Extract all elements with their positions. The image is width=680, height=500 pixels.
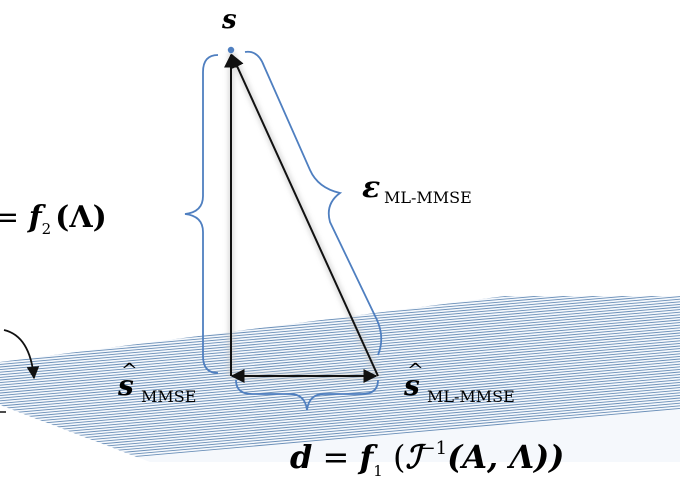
plane-hatch-line <box>0 361 680 423</box>
svg-text:ML-MMSE: ML-MMSE <box>384 188 472 207</box>
plane-hatch-line <box>0 384 680 446</box>
plane-hatch-line <box>0 376 680 438</box>
plane-hatch-line <box>0 389 680 451</box>
plane-hatch-line <box>0 337 680 399</box>
plane-hatch-line <box>0 358 680 420</box>
plane-hatch-line <box>0 366 680 428</box>
braces <box>184 50 383 411</box>
plane-hatch-line <box>0 387 680 449</box>
svg-text:ε: ε <box>362 170 380 205</box>
plane-hatch-line <box>0 397 680 459</box>
plane-hatch-line <box>0 319 680 381</box>
plane-hatch-line <box>0 374 680 436</box>
plane-hatch-line <box>0 303 680 365</box>
svg-text:^: ^ <box>407 358 424 382</box>
plane-hatch-line <box>0 316 680 378</box>
plane-hatch-line <box>0 379 680 441</box>
svg-text:ML-MMSE: ML-MMSE <box>427 387 515 406</box>
label-s: s <box>221 5 237 35</box>
plane-hatch-line <box>0 322 680 384</box>
brace-d <box>235 379 379 411</box>
brace-epsilon <box>244 50 383 356</box>
plane-hatch-line <box>0 229 680 289</box>
svg-text:= f2(Λ): = f2(Λ) <box>0 200 107 238</box>
svg-text:s: s <box>117 369 134 402</box>
plane-hatch-line <box>0 309 680 371</box>
plane-hatch-line <box>0 226 680 286</box>
plane-hatch-line <box>0 324 680 386</box>
brace-f2 <box>184 54 219 374</box>
plane-hatch-line <box>0 232 680 292</box>
plane-hatch-line <box>0 371 680 433</box>
svg-text:MMSE: MMSE <box>141 387 196 406</box>
plane-hatch-line <box>0 335 680 397</box>
plane-hatch-line <box>0 329 680 391</box>
plane-hatch-line <box>0 394 680 456</box>
svg-text:^: ^ <box>121 358 138 382</box>
arrow-mlmmse-to-s <box>230 53 379 377</box>
svg-text:s: s <box>403 369 420 402</box>
plane-hatch-line <box>0 355 680 417</box>
triangle-arrows <box>224 53 379 383</box>
plane-hatch-line <box>0 298 680 360</box>
plane-hatch-line <box>0 392 680 454</box>
plane-hatch-line <box>0 327 680 389</box>
plane-hatch-line <box>0 332 680 394</box>
plane-hatch-line <box>0 314 680 376</box>
plane-hatch-line <box>0 306 680 368</box>
plane-hatch-line <box>0 353 680 415</box>
point-s <box>227 46 235 54</box>
label-f2: = f2(Λ) <box>0 200 107 238</box>
plane-hatch-line <box>0 311 680 373</box>
plane-hatch-line <box>0 368 680 430</box>
label-s-mlmmse: ^ s ML-MMSE <box>403 358 515 406</box>
curved-arrow-icon <box>3 329 40 380</box>
plane-hatch-line <box>0 381 680 443</box>
plane-hatch-line <box>0 301 680 363</box>
label-epsilon: ε ML-MMSE <box>362 170 472 207</box>
label-s-mmse: ^ s MMSE <box>117 358 196 406</box>
